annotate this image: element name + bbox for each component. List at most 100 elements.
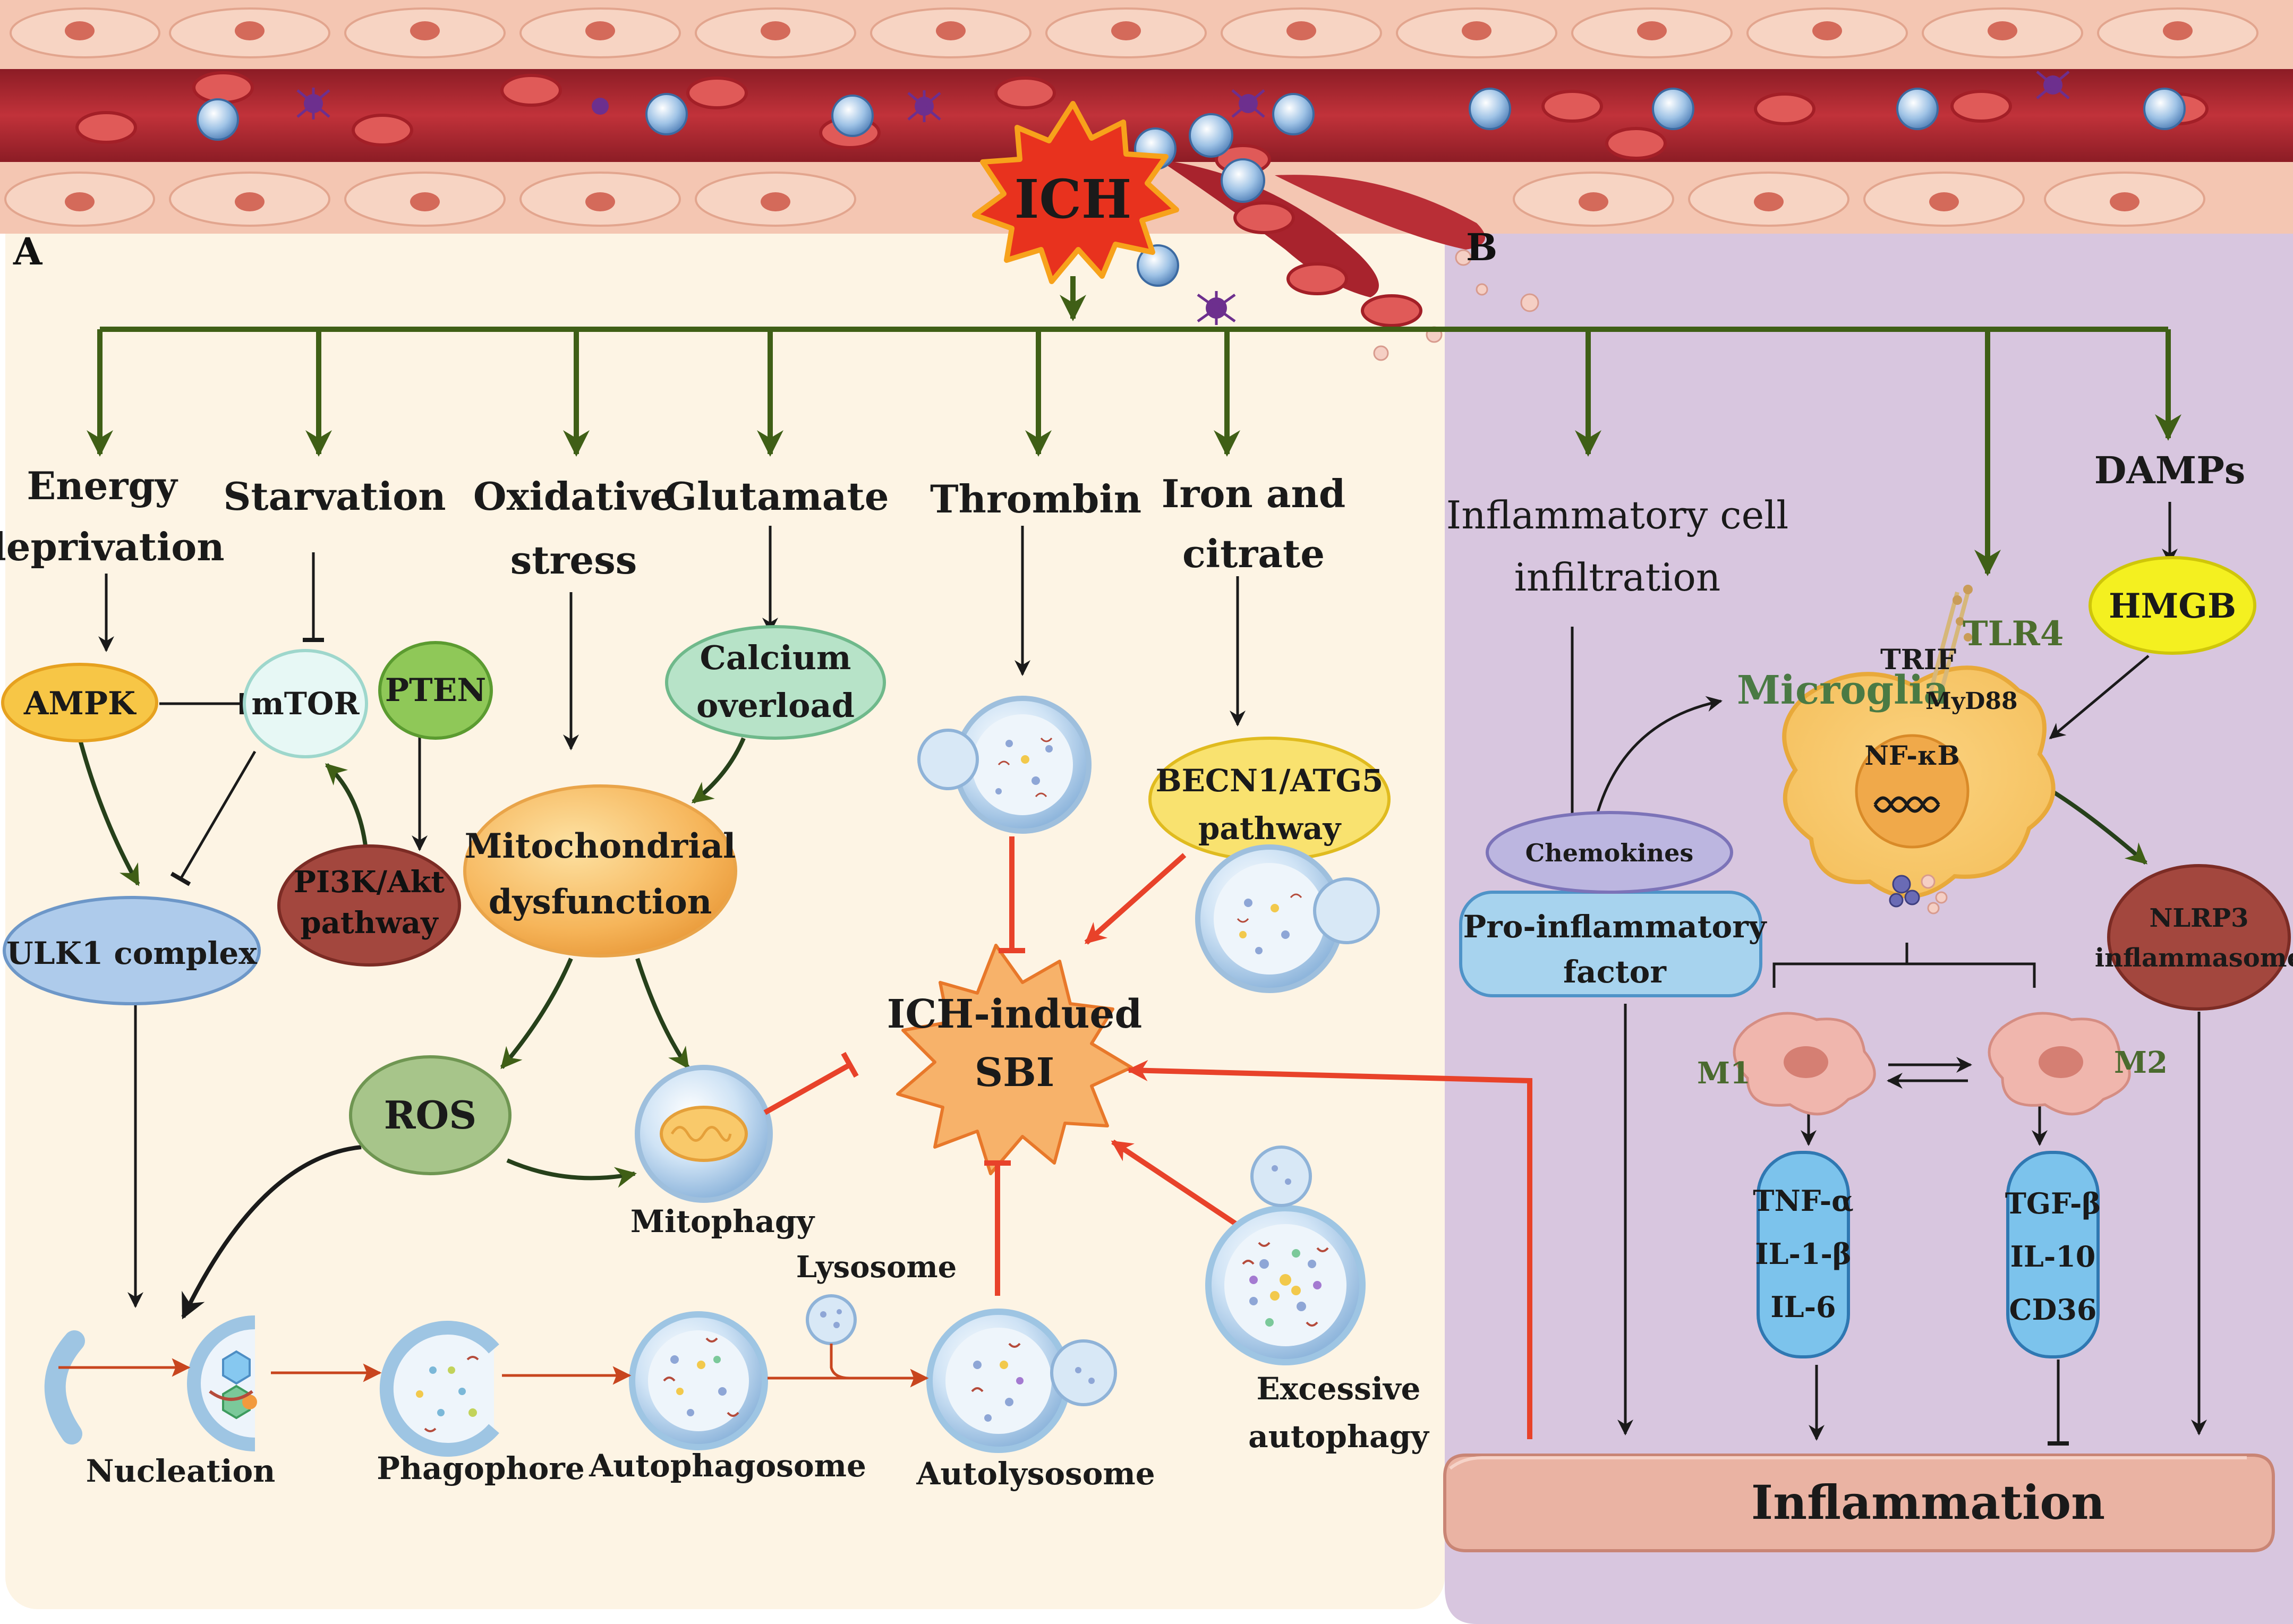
stage-labels: Nucleation Phagophore Autophagosome Auto… [86, 1371, 1430, 1492]
mtor-label: mTOR [251, 686, 360, 722]
pi3k-akt-node: PI3K/Akt pathway [277, 844, 461, 967]
ich-starburst: ICH [972, 101, 1179, 284]
ich-label: ICH [1015, 168, 1132, 230]
glutamate-label: Glutamate [664, 474, 889, 519]
lysosome-label: Lysosome [796, 1250, 957, 1285]
sbi-label-line1: ICH-indued [887, 992, 1142, 1037]
infiltration-label-line1: Inflammatory cell [1446, 493, 1788, 537]
nlrp3-label-line1: NLRP3 [2149, 903, 2248, 933]
pi3k-label-line2: pathway [300, 905, 439, 941]
starvation-label: Starvation [223, 474, 446, 519]
excessive-autophagy-label-line2: autophagy [1248, 1418, 1430, 1455]
excessive-autophagy-label-line1: Excessive [1257, 1371, 1421, 1407]
chemokines-label: Chemokines [1525, 839, 1694, 867]
panel-b-labels: Inflammatory cell infiltration [1446, 493, 1788, 600]
ros-to-nucleation-arrow [181, 1145, 362, 1320]
trigger-labels: Energy deprivation Starvation Oxidative … [0, 463, 1345, 583]
m1-label: M1 [1697, 1056, 1751, 1091]
m1-cytokine-3: IL-6 [1770, 1290, 1836, 1324]
excessive-autophagy-vesicle [1205, 1146, 1366, 1365]
lysosome [806, 1294, 857, 1345]
m1-cytokines-capsule: TNF-α IL-1-β IL-6 [1753, 1151, 1854, 1358]
hmgb-node: HMGB [2089, 556, 2256, 655]
myd88-label: MyD88 [1925, 688, 2018, 715]
sbi-label-line2: SBI [975, 1050, 1055, 1096]
becn1-vesicle [1195, 844, 1380, 993]
autolysosome-label: Autolysosome [916, 1456, 1155, 1492]
mitophagy-label: Mitophagy [630, 1203, 816, 1240]
oxidative-label-line1: Oxidative [473, 474, 674, 519]
distribution-lines [87, 276, 2181, 576]
panel-b-label: B [1466, 225, 1497, 269]
nucleation-vesicle [187, 1315, 257, 1451]
sbi-starburst: ICH-indued SBI [887, 944, 1142, 1175]
chemokines-node: Chemokines [1486, 811, 1733, 894]
m2-cell [1988, 1012, 2131, 1116]
m1-cell [1733, 1012, 1876, 1116]
panel-a-background [5, 16, 1445, 1609]
mitophagy-vesicle [635, 1065, 773, 1203]
calcium-label-line2: overload [696, 686, 855, 725]
nlrp3-label-line2: inflammasome [2095, 943, 2293, 973]
ampk-node: AMPK [1, 663, 158, 742]
energy-label-line2: deprivation [0, 524, 225, 569]
proinflam-label-line2: factor [1563, 954, 1667, 990]
sbi-connections [763, 836, 1532, 1439]
becn1-label-line1: BECN1/ATG5 [1156, 763, 1384, 799]
autophagosome-vesicle [629, 1311, 768, 1450]
mitochondrial-dysfunction-node: Mitochondrial dysfunction [463, 784, 737, 958]
phagophore-vesicle [379, 1321, 499, 1457]
becn1-label-line2: pathway [1198, 810, 1342, 847]
ulk1-complex-node: ULK1 complex [3, 896, 261, 1005]
mito-label-line1: Mitochondrial [465, 826, 736, 866]
infiltration-label-line2: infiltration [1514, 555, 1720, 600]
m1-cytokine-2: IL-1-β [1755, 1237, 1852, 1271]
thrombin-vesicle [917, 696, 1092, 834]
pathway-arrows-b [1564, 502, 2207, 1446]
pathway-arrows-green [78, 737, 746, 1188]
autophagosome-label: Autophagosome [589, 1448, 866, 1484]
iron-label-line1: Iron and [1162, 471, 1345, 516]
nucleation-label: Nucleation [86, 1453, 276, 1489]
pro-inflammatory-factor-node: Pro-inflammatory factor [1459, 891, 1768, 997]
nfkb-label: NF-κB [1864, 740, 1959, 771]
ros-node: ROS [349, 1055, 512, 1175]
energy-label-line1: Energy [27, 463, 178, 508]
trif-label: TRIF [1880, 644, 1956, 676]
panel-a-label: A [13, 229, 43, 273]
microglia-label: Microglia [1737, 668, 1949, 713]
m2-label: M2 [2114, 1045, 2168, 1080]
proinflam-label-line1: Pro-inflammatory [1463, 909, 1768, 945]
mtor-node: mTOR [243, 649, 368, 758]
oxidative-label-line2: stress [510, 537, 637, 583]
thrombin-label: Thrombin [930, 476, 1141, 522]
damps-label: DAMPs [2094, 448, 2246, 492]
ulk1-label: ULK1 complex [6, 935, 257, 971]
pten-label: PTEN [385, 672, 486, 709]
m2-cytokines-capsule: TGF-β IL-10 CD36 [2005, 1151, 2101, 1358]
m2-cytokine-1: TGF-β [2005, 1186, 2101, 1220]
pathway-arrows-a [98, 526, 1246, 1308]
ampk-label: AMPK [23, 685, 137, 722]
autolysosome-vesicle [926, 1309, 1117, 1453]
calcium-label-line1: Calcium [700, 638, 851, 677]
pi3k-label-line1: PI3K/Akt [294, 865, 445, 900]
m1-cytokine-1: TNF-α [1753, 1184, 1853, 1218]
mito-label-line2: dysfunction [489, 882, 712, 922]
hmgb-label: HMGB [2109, 586, 2236, 626]
tlr4-label: TLR4 [1963, 614, 2064, 654]
m2-cytokine-2: IL-10 [2010, 1240, 2096, 1273]
phagophore-label: Phagophore [377, 1450, 584, 1486]
becn1-atg5-node: BECN1/ATG5 pathway [1148, 737, 1391, 862]
m2-cytokine-3: CD36 [2009, 1293, 2097, 1327]
inflammation-label: Inflammation [1751, 1475, 2105, 1530]
stage-arrows [58, 1344, 929, 1388]
ros-label: ROS [384, 1092, 477, 1138]
nlrp3-inflammasome-node: NLRP3 inflammasome [2095, 864, 2293, 1011]
calcium-overload-node: Calcium overload [665, 625, 886, 740]
phagophore-membrane [44, 1330, 85, 1444]
inflammation-bar: Inflammation [1443, 1454, 2275, 1552]
microglia-cell [1782, 585, 2056, 914]
pten-node: PTEN [378, 641, 493, 740]
